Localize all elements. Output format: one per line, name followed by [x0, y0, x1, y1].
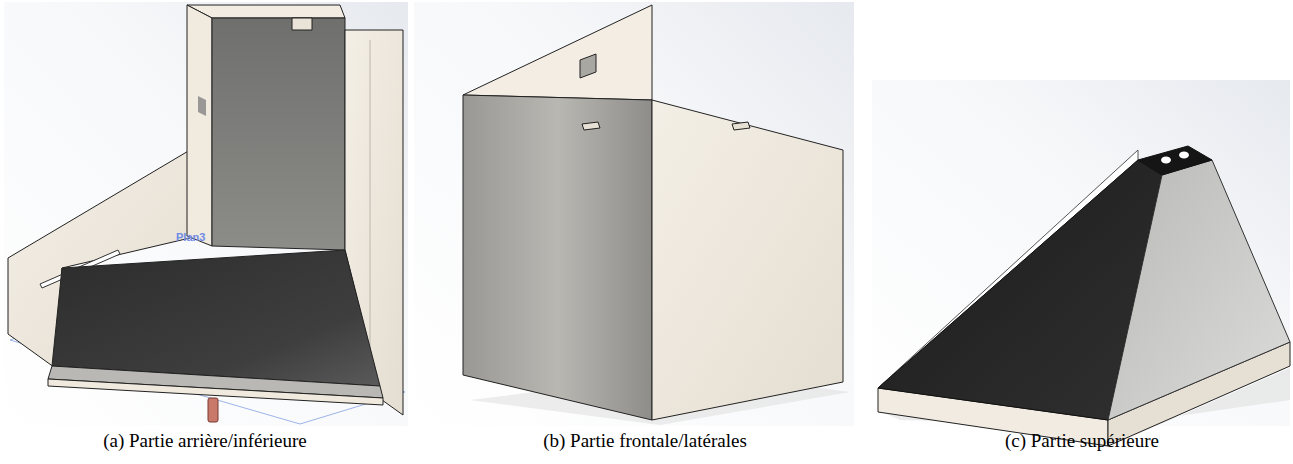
tab	[580, 54, 596, 78]
plane-name: Plan3	[176, 231, 205, 243]
back-wall-edge	[187, 5, 345, 18]
back-wall	[212, 18, 345, 250]
tab	[732, 122, 750, 130]
hole	[1179, 152, 1189, 159]
hole	[1161, 157, 1171, 164]
render-background	[414, 2, 854, 426]
label-holder: Plan3	[176, 231, 205, 243]
inner-side	[463, 5, 652, 100]
front-face	[463, 95, 652, 420]
back-wall-edge	[187, 5, 212, 246]
side-roof-face	[1108, 160, 1290, 420]
subfigure-caption: (c) Partie supérieure	[1005, 430, 1159, 452]
front-side-part	[414, 2, 854, 426]
pin	[208, 398, 218, 422]
subfigure-caption: (b) Partie frontale/latérales	[543, 430, 747, 452]
floor	[52, 250, 380, 386]
side-face	[652, 100, 843, 420]
fold-line	[370, 40, 371, 392]
subfigure-caption: (a) Partie arrière/inférieure	[103, 430, 307, 452]
label-holder: (b) Partie frontale/latérales	[543, 430, 747, 452]
label-holder: (a) Partie arrière/inférieure	[103, 430, 307, 452]
top-part	[872, 80, 1290, 447]
render-background	[4, 2, 408, 426]
tab	[582, 122, 600, 130]
hole	[198, 96, 206, 116]
tab	[292, 18, 312, 30]
label-holder: (c) Partie supérieure	[1005, 430, 1159, 452]
ridge-plate	[1138, 146, 1212, 175]
rear-bottom-part	[4, 2, 408, 426]
